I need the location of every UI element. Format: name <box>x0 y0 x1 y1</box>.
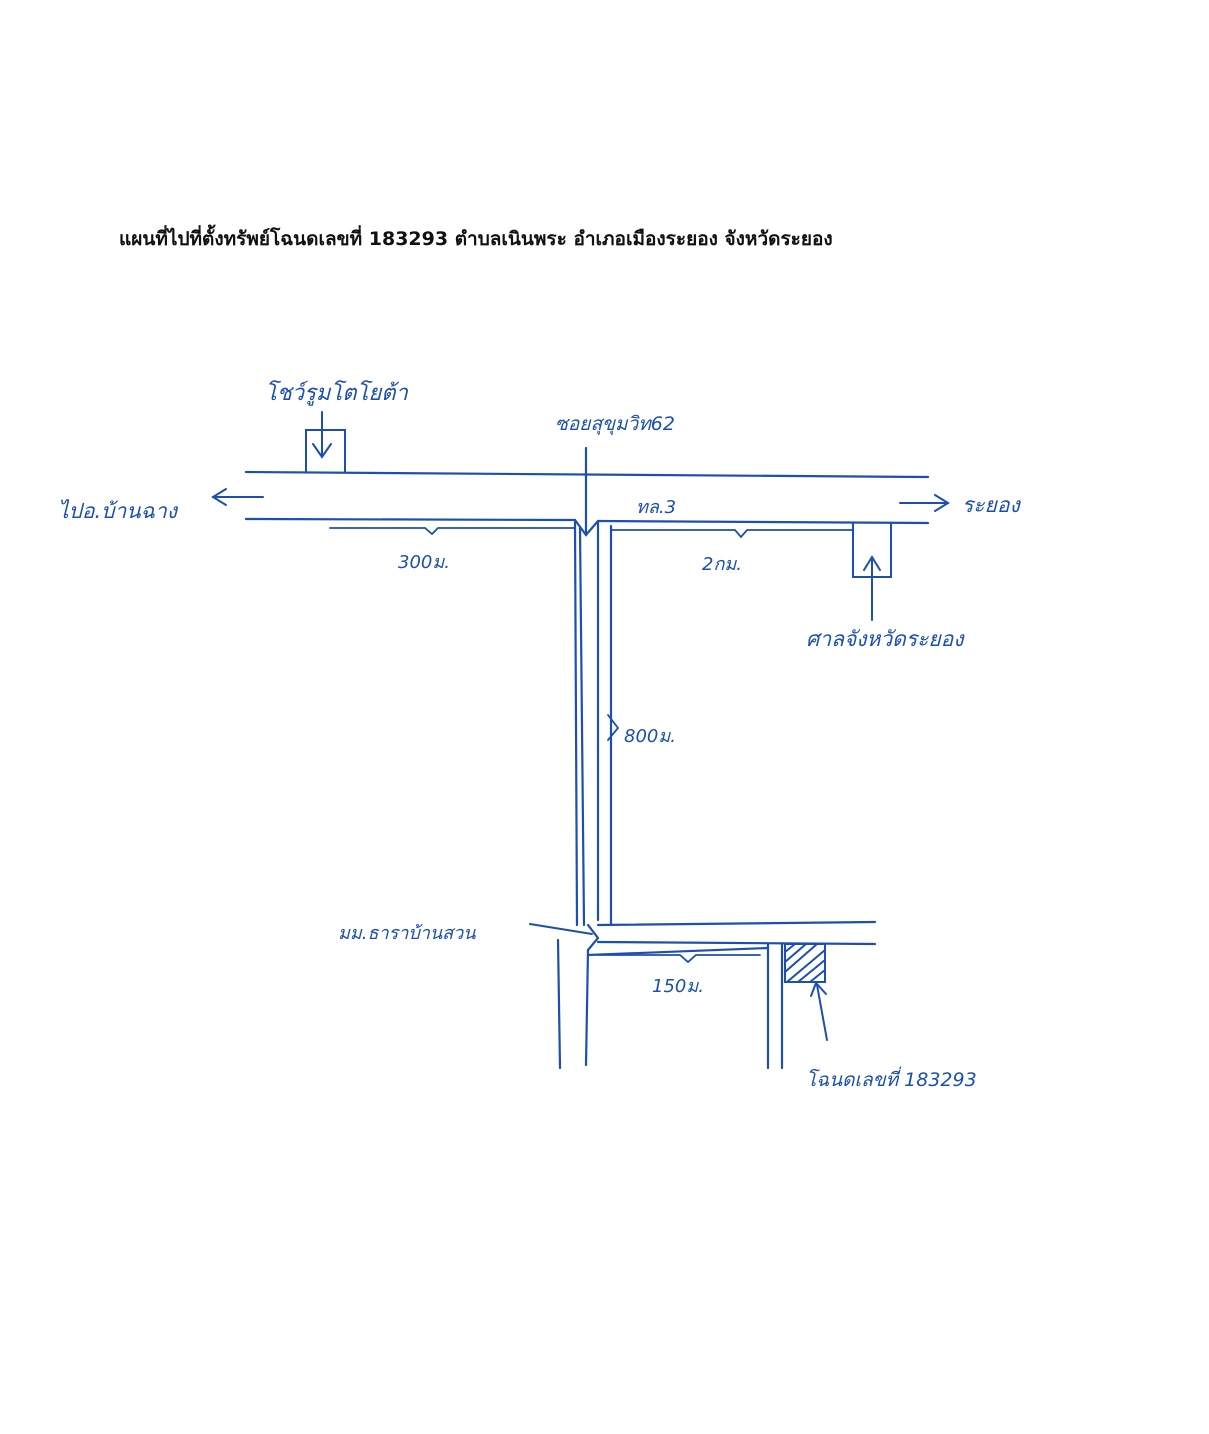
showroom-label: โชว์รูมโตโยต้า <box>265 380 409 406</box>
distance-west-label: 300ม. <box>398 552 450 573</box>
soi-label: ซอยสุขุมวิท62 <box>555 413 675 435</box>
to-rayong-label: ระยอง <box>962 493 1021 517</box>
distance-ticks <box>329 527 853 964</box>
showroom-marker <box>305 411 346 473</box>
provincial-court-label: ศาลจังหวัดระยอง <box>806 627 965 651</box>
highway-label: ทล.3 <box>636 497 676 518</box>
soi-road <box>556 446 613 1070</box>
distance-soi-label: 800ม. <box>624 726 676 747</box>
provincial-court-marker <box>852 522 892 621</box>
village-label: มม.ธาราบ้านสวน <box>338 923 476 944</box>
direction-arrows <box>211 488 950 935</box>
to-ban-chang-label: ไปอ.บ้านฉาง <box>58 499 179 523</box>
distance-branch-label: 150ม. <box>652 976 704 997</box>
page-title: แผนที่ไปที่ตั้งทรัพย์โฉนดเลขที่ 183293 ต… <box>119 228 833 250</box>
distance-east-label: 2กม. <box>702 554 742 575</box>
deed-label: โฉนดเลขที่ 183293 <box>806 1066 977 1091</box>
deed-plot-marker <box>784 943 828 1041</box>
branch-road <box>586 920 877 1070</box>
